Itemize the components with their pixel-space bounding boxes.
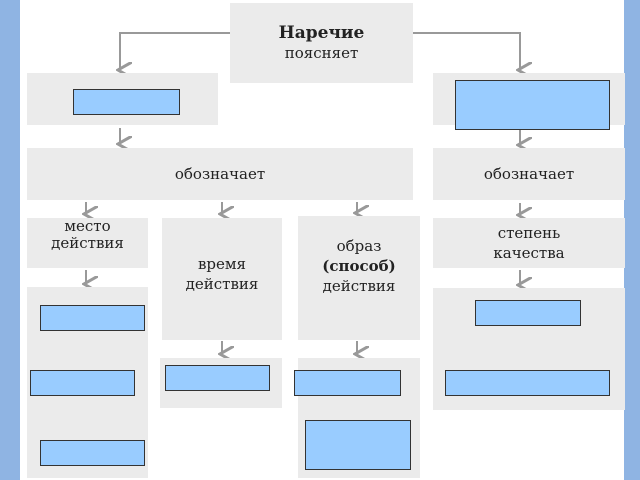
blank-answer-field[interactable]	[40, 305, 145, 331]
degree-label-2: качества	[493, 244, 565, 262]
blank-answer-field[interactable]	[165, 365, 270, 391]
blank-answer-field[interactable]	[305, 420, 411, 470]
blank-answer-field[interactable]	[455, 80, 610, 130]
time-label-2: действия	[185, 275, 259, 293]
manner-box: образ (способ) действия	[298, 216, 420, 340]
blank-answer-field[interactable]	[40, 440, 145, 466]
left-denotes-label: обозначает	[174, 165, 266, 183]
root-box: Наречие поясняет	[230, 3, 413, 83]
manner-label-2: (способ)	[322, 257, 396, 275]
root-title: Наречие	[278, 23, 365, 43]
left-denotes-box: обозначает	[27, 148, 413, 200]
blank-answer-field[interactable]	[30, 370, 135, 396]
manner-label-3: действия	[322, 277, 396, 295]
place-label-2: действия	[51, 234, 124, 252]
place-label-1: место	[64, 217, 111, 235]
degree-box: степень качества	[433, 218, 625, 268]
blank-answer-field[interactable]	[445, 370, 610, 396]
blank-answer-field[interactable]	[73, 89, 180, 115]
time-box: время действия	[162, 218, 282, 340]
manner-label-1: образ	[336, 237, 382, 255]
root-subtitle: поясняет	[284, 44, 359, 62]
place-box: место действия	[27, 218, 148, 268]
time-label-1: время	[197, 255, 247, 273]
right-denotes-box: обозначает	[433, 148, 625, 200]
blank-answer-field[interactable]	[475, 300, 581, 326]
degree-label-1: степень	[497, 224, 561, 242]
blank-answer-field[interactable]	[294, 370, 401, 396]
right-denotes-label: обозначает	[483, 165, 575, 183]
